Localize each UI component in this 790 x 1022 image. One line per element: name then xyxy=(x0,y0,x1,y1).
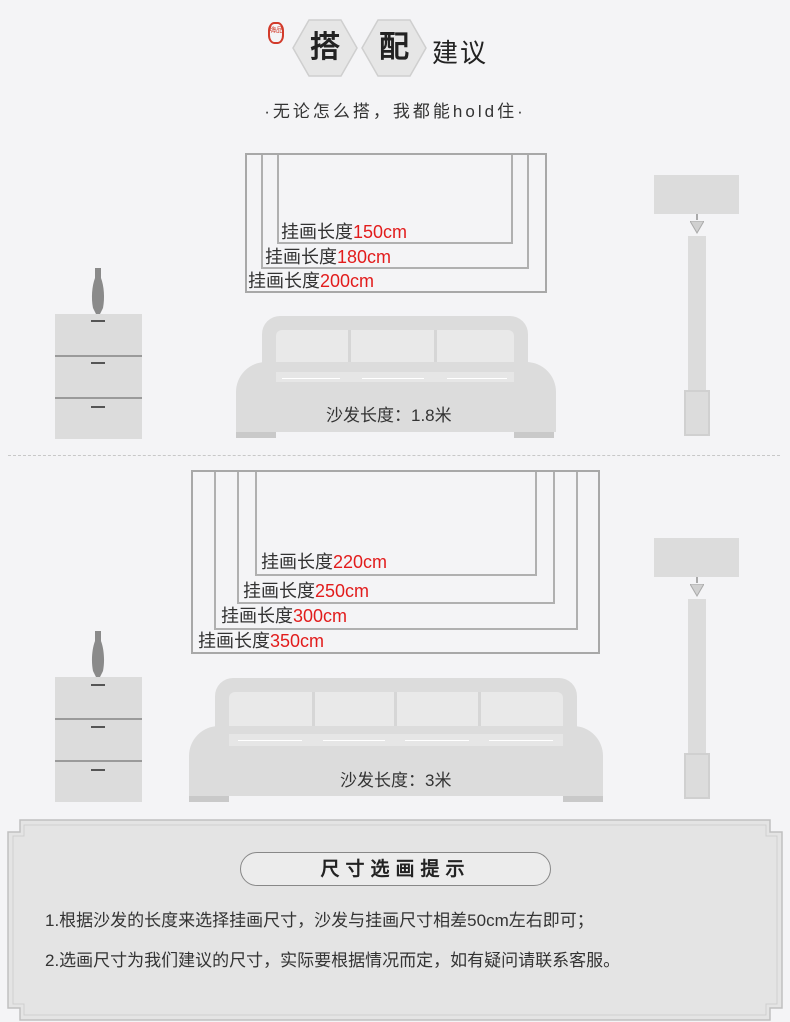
vase-icon xyxy=(90,631,106,677)
title-rest: 建议 xyxy=(432,39,489,69)
seal-stamp xyxy=(268,22,284,44)
lamp-bulb-icon xyxy=(689,583,705,597)
title-char-2: 配 xyxy=(379,30,409,65)
tips-title: 尺寸选画提示 xyxy=(320,858,471,880)
title-char-1: 搭 xyxy=(310,30,340,65)
vase-icon xyxy=(90,268,106,314)
s1-label-2: 挂画长度180cm xyxy=(265,247,392,267)
s1-sofa-label: 沙发长度：1.8米 xyxy=(326,406,452,425)
s1-label-3: 挂画长度200cm xyxy=(248,271,375,291)
s1-label-1: 挂画长度150cm xyxy=(281,222,408,242)
s2-sofa-label: 沙发长度：3米 xyxy=(340,771,452,790)
seal-text: 嗨品 xyxy=(269,26,283,34)
title-hex-1: 搭 xyxy=(292,19,358,77)
s2-label-4: 挂画长度350cm xyxy=(198,631,325,651)
subtitle: ·无论怎么搭，我都能hold住· xyxy=(264,102,526,121)
s2-label-1: 挂画长度220cm xyxy=(261,552,388,572)
tip-line-2: 2.选画尺寸为我们建议的尺寸，实际要根据情况而定，如有疑问请联系客服。 xyxy=(45,951,621,970)
tip-line-1: 1.根据沙发的长度来选择挂画尺寸，沙发与挂画尺寸相差50cm左右即可； xyxy=(45,911,594,930)
s2-label-3: 挂画长度300cm xyxy=(221,606,348,626)
lamp-bulb-icon xyxy=(689,220,705,234)
s2-label-2: 挂画长度250cm xyxy=(243,581,370,601)
divider xyxy=(8,455,780,456)
title-hex-2: 配 xyxy=(361,19,427,77)
tips-title-pill xyxy=(240,852,551,886)
